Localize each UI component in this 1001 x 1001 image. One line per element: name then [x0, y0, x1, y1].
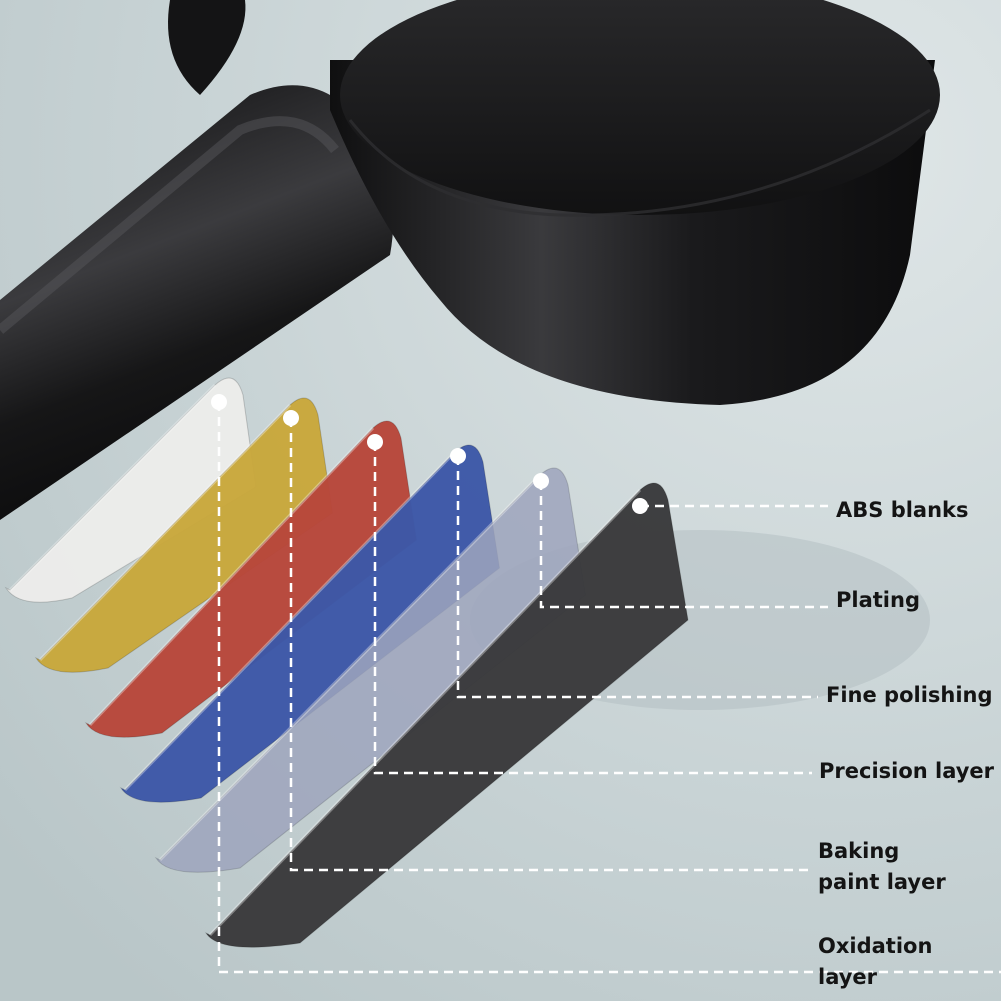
leader-line-plating [289, 418, 812, 872]
leader-line-fine [373, 442, 812, 775]
layer-strip-oxidation [204, 482, 689, 948]
layer-lip-fine [88, 426, 375, 727]
label-abs-blanks: ABS blanks [836, 495, 969, 526]
leader-line-abs [217, 402, 1001, 974]
label-fine-polishing: Fine polishing [826, 680, 993, 711]
layer-lip-baking [158, 473, 542, 862]
label-baking-paint-layer: Baking paint layer [818, 836, 946, 898]
leader-dot-precision [450, 448, 466, 464]
label-line: Fine polishing [826, 683, 993, 707]
layer-strip-precision [119, 444, 501, 803]
leader-line-precision [456, 456, 818, 699]
layer-strip-fine [84, 420, 418, 738]
label-line: paint layer [818, 870, 946, 894]
label-line: Plating [836, 588, 920, 612]
shower-handle [0, 85, 394, 520]
layer-lip-abs [8, 383, 217, 592]
label-plating: Plating [836, 585, 920, 616]
leader-dot-fine [367, 434, 383, 450]
label-line: Precision layer [819, 759, 995, 783]
leader-lines [211, 394, 1001, 974]
layer-strip-plating [34, 397, 334, 673]
leader-dot-oxidation [632, 498, 648, 514]
label-line: Oxidation [818, 934, 933, 958]
label-line: layer [818, 965, 878, 989]
shower-head [168, 0, 940, 405]
label-oxidation-layer: Oxidation layer [818, 931, 932, 993]
leader-dot-plating [283, 410, 299, 426]
label-line: ABS blanks [836, 498, 969, 522]
layer-lip-oxidation [208, 488, 642, 937]
label-precision-layer: Precision layer [819, 756, 994, 787]
leader-line-baking [539, 481, 828, 609]
layer-lip-plating [38, 403, 292, 662]
leader-dot-abs [211, 394, 227, 410]
layer-strips [4, 377, 689, 948]
leader-dot-baking [533, 473, 549, 489]
layer-strip-baking [154, 467, 587, 873]
label-line: Baking [818, 839, 900, 863]
